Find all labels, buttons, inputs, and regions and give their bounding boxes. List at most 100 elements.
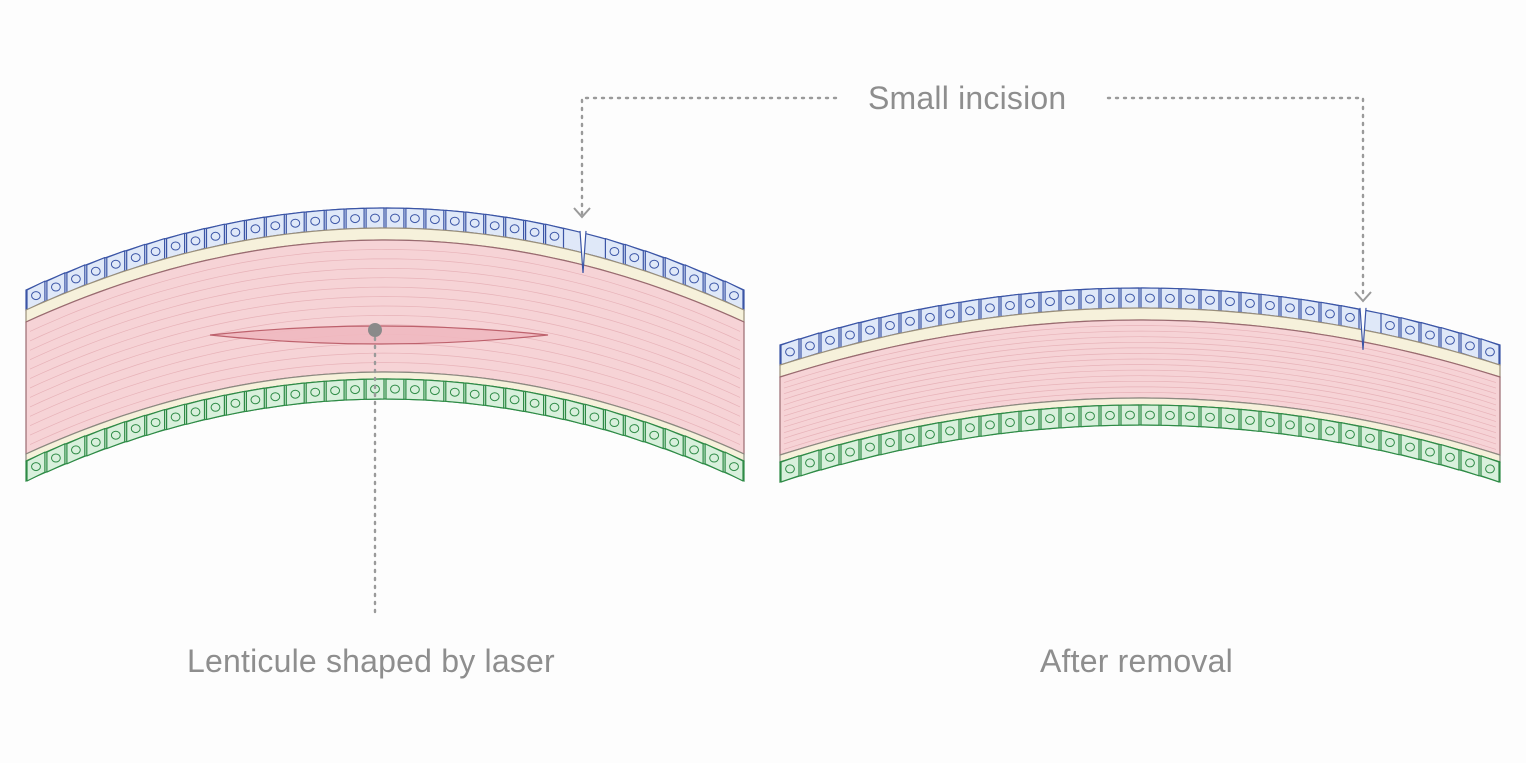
endothelium-nucleus: [489, 392, 500, 402]
endothelium-cell: [860, 434, 880, 461]
epithelium-nucleus: [925, 312, 935, 322]
endothelium-cell: [800, 449, 820, 477]
epithelium-cell: [485, 213, 505, 238]
stroma-fiber: [29, 352, 741, 436]
epithelium-cell: [1180, 288, 1200, 311]
endothelium-cell: [1220, 407, 1240, 430]
stroma-fiber: [783, 336, 1497, 395]
stroma-fiber: [29, 249, 741, 332]
epithelium-cell: [1120, 287, 1140, 309]
stroma-fiber: [29, 286, 741, 370]
endothelium-nucleus: [589, 412, 600, 422]
endothelium-cell: [66, 435, 86, 465]
endothelium-cell: [1100, 404, 1120, 427]
endothelium-cell: [980, 413, 1000, 437]
endothelium-nucleus: [270, 392, 281, 402]
epithelium-cell: [245, 216, 265, 241]
endothelium-nucleus: [629, 424, 640, 434]
endothelium-nucleus: [1245, 415, 1255, 425]
epithelium-nucleus: [110, 259, 121, 269]
endothelium-nucleus: [865, 442, 875, 452]
endothelium-nucleus: [1025, 415, 1035, 425]
endothelium-nucleus: [845, 447, 855, 457]
epithelium-nucleus: [330, 215, 341, 225]
endothelium-nucleus: [825, 452, 835, 462]
endothelium-nucleus: [469, 389, 480, 399]
epithelium-nucleus: [1405, 325, 1415, 335]
stroma-fiber: [29, 362, 741, 445]
endothelium-nucleus: [945, 426, 955, 436]
stroma-fiber: [29, 296, 741, 379]
epithelium-nucleus: [1245, 298, 1255, 308]
endothelium-cell: [86, 428, 106, 457]
endothelium-cell: [26, 451, 46, 482]
epithelium-nucleus: [1165, 293, 1175, 303]
endothelium-nucleus: [1045, 414, 1055, 424]
epithelium-nucleus: [629, 253, 640, 263]
endothelium-cell: [225, 390, 245, 416]
epithelium-cell: [405, 207, 425, 230]
endothelium-cell: [840, 438, 860, 466]
incision-cut: [1359, 307, 1367, 350]
endothelium-nucleus: [1465, 458, 1475, 468]
endothelium-nucleus: [90, 437, 101, 447]
endothelium-nucleus: [985, 420, 995, 430]
epithelium-cell: [385, 207, 405, 229]
endothelium-nucleus: [1365, 433, 1375, 443]
epithelium-cell: [1220, 290, 1240, 313]
epithelium-nucleus: [1285, 303, 1295, 313]
endothelium-cell: [1440, 444, 1460, 471]
epithelium-nucleus: [1445, 335, 1455, 345]
epithelium-cell: [345, 207, 365, 230]
endothelium-nucleus: [509, 395, 520, 405]
epithelium-nucleus: [729, 291, 739, 301]
endothelium-nucleus: [1065, 412, 1075, 422]
endothelium-cell: [724, 451, 744, 482]
endothelium-cell: [1300, 415, 1320, 440]
endothelium-cell: [345, 378, 365, 401]
endothelium-nucleus: [549, 402, 560, 412]
stroma-fiber: [783, 341, 1497, 400]
endothelium-cell: [1200, 406, 1220, 429]
endothelium-cell: [186, 398, 206, 425]
epithelium-nucleus: [549, 231, 560, 241]
epithelium-nucleus: [1085, 294, 1095, 304]
epithelium-nucleus: [170, 241, 181, 251]
epithelium-cell: [980, 296, 1000, 320]
endothelium-nucleus: [1085, 411, 1095, 421]
epithelium-cell: [445, 209, 465, 233]
epithelium-nucleus: [1025, 298, 1035, 308]
epithelium-nucleus: [71, 274, 81, 284]
epithelium-nucleus: [90, 266, 101, 276]
endothelium-cell: [900, 425, 920, 451]
endothelium-nucleus: [1325, 426, 1335, 436]
epithelium-nucleus: [1045, 297, 1055, 307]
incision-cut: [579, 230, 587, 273]
endothelium-nucleus: [805, 458, 815, 468]
endothelium-nucleus: [885, 438, 895, 447]
epithelium-nucleus: [31, 291, 41, 301]
epithelium-nucleus: [649, 259, 660, 269]
endothelium-cell: [1000, 410, 1020, 435]
epithelium-nucleus: [865, 325, 875, 335]
stroma-fiber: [29, 315, 741, 398]
endothelium-cell: [1120, 404, 1140, 426]
endothelium-nucleus: [330, 386, 341, 396]
epithelium-cell: [1300, 298, 1320, 323]
endothelium-nucleus: [51, 453, 61, 463]
endothelium-cell: [485, 384, 505, 409]
epithelium-nucleus: [270, 221, 281, 231]
epithelium-nucleus: [985, 303, 995, 313]
epithelium-nucleus: [1205, 295, 1215, 305]
endothelium-cell: [584, 403, 604, 431]
epithelium-cell: [305, 209, 325, 233]
epithelium-cell: [1000, 293, 1020, 318]
epithelium-nucleus: [489, 221, 500, 231]
epithelium-nucleus: [370, 213, 380, 223]
stroma-fiber: [29, 267, 741, 351]
endothelium-cell: [624, 414, 644, 443]
epithelium-cell: [1040, 290, 1060, 313]
stroma-fiber: [783, 353, 1497, 411]
endothelium-nucleus: [1305, 423, 1315, 433]
